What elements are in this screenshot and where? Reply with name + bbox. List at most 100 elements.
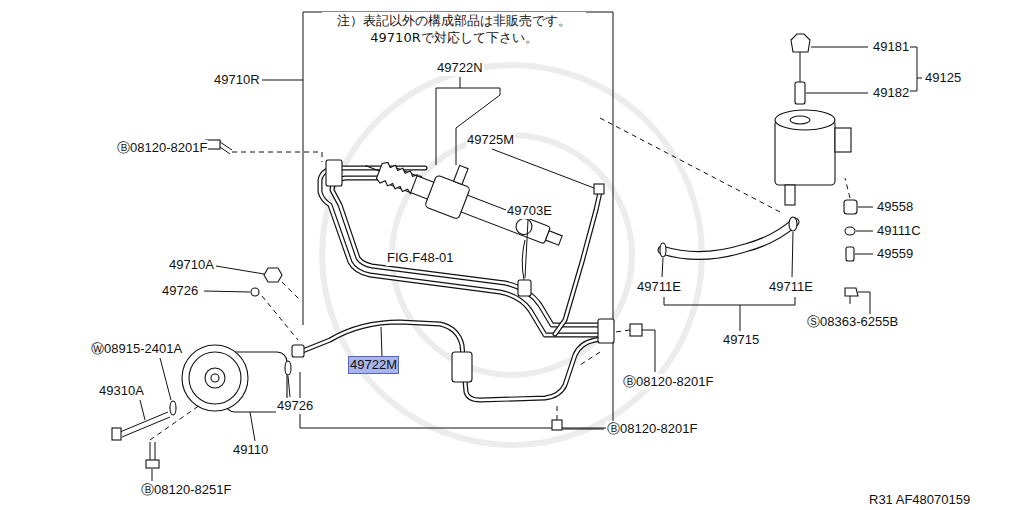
- leader-lines: [858, 292, 870, 314]
- hose: [789, 217, 797, 231]
- dashed-lines: [845, 178, 850, 198]
- pump: [182, 345, 248, 411]
- reservoir: [775, 34, 851, 205]
- leader-lines: [642, 330, 655, 372]
- connector: [518, 280, 531, 296]
- part-number: 49125: [924, 70, 962, 86]
- leader-lines: [160, 358, 171, 400]
- pipes: [300, 322, 608, 400]
- pipes: [292, 160, 614, 400]
- leader-lines: [140, 47, 922, 481]
- reservoir: [835, 128, 851, 152]
- pump: [211, 374, 219, 382]
- small-parts: [845, 227, 855, 235]
- dashed-lines: [150, 405, 200, 440]
- leader-lines: [262, 80, 303, 81]
- figure-reference: FIG.F48-01: [386, 250, 454, 266]
- dashed-lines: [580, 352, 600, 365]
- part-number: Ⓑ08120-8201F: [116, 140, 208, 156]
- part-number: Ⓑ08120-8201F: [622, 374, 714, 390]
- leader-lines: [563, 429, 604, 430]
- dashed-lines: [262, 296, 298, 340]
- part-number: 49715: [722, 332, 760, 348]
- dashed-lines: [232, 152, 322, 162]
- part-number: 49559: [876, 246, 914, 262]
- pipes: [326, 160, 342, 186]
- reservoir: [790, 116, 810, 124]
- part-number: 49110: [232, 442, 269, 458]
- pipes: [320, 168, 600, 335]
- part-number: 49558: [876, 199, 914, 215]
- leader-lines: [140, 400, 145, 420]
- part-number: 49181: [872, 39, 910, 55]
- pipes: [555, 192, 600, 334]
- part-number: 49722N: [436, 60, 484, 76]
- pump: [205, 368, 225, 388]
- pump: [552, 420, 562, 430]
- connector: [518, 240, 531, 296]
- part-number: 49725M: [466, 132, 515, 148]
- dashed-lines: [615, 330, 630, 332]
- dashed-lines: [282, 282, 300, 300]
- pump: [112, 140, 642, 468]
- steering-gear: [359, 134, 572, 257]
- part-number: 49711E: [636, 279, 682, 295]
- pipes: [452, 352, 472, 382]
- pipes: [320, 168, 600, 335]
- part-number: 49710R: [213, 72, 261, 88]
- pump: [630, 324, 642, 336]
- steering-gear: [514, 216, 535, 237]
- pump: [150, 442, 151, 460]
- pipes: [292, 345, 304, 357]
- hose: [660, 217, 797, 257]
- leader-lines: [525, 220, 528, 278]
- leader-lines: [216, 266, 264, 274]
- part-number: Ⓑ08120-8251F: [140, 482, 232, 498]
- leader-lines: [288, 376, 290, 397]
- leader-lines: [381, 327, 382, 356]
- small-parts: [846, 247, 854, 261]
- reservoir: [791, 34, 810, 52]
- pump: [112, 428, 121, 440]
- dashed-lines: [557, 403, 558, 420]
- highlighted-part-number: 49722M: [349, 357, 398, 373]
- dashed-lines: [600, 118, 780, 212]
- part-number: 49310A: [98, 383, 145, 399]
- leader-lines: [204, 291, 250, 292]
- part-number: Ⓢ08363-6255B: [806, 314, 899, 330]
- part-number: 49710A: [168, 257, 215, 273]
- note-text: 注）表記以外の構成部品は非販売です。 49710Rで対応して下さい。: [322, 12, 586, 46]
- steering-gear: [365, 166, 379, 171]
- pump: [122, 417, 170, 437]
- part-number: 49182: [872, 85, 910, 101]
- pipes: [594, 184, 604, 194]
- dashed-lines: [150, 118, 850, 440]
- hose: [662, 222, 795, 256]
- leader-lines: [436, 77, 500, 165]
- part-number: Ⓑ08120-8201F: [606, 421, 698, 437]
- assembly-outline: [303, 12, 304, 325]
- pump: [251, 288, 259, 296]
- connector: [522, 240, 525, 280]
- leader-lines: [492, 149, 594, 188]
- part-number: 49726: [276, 398, 314, 414]
- steering-gear: [546, 231, 563, 245]
- pump: [146, 460, 159, 468]
- small-parts: [850, 296, 851, 304]
- pipes: [300, 322, 608, 400]
- hose: [660, 243, 666, 257]
- small-parts: [844, 200, 858, 304]
- pipes: [555, 192, 600, 334]
- small-parts: [845, 288, 858, 296]
- pump: [285, 361, 291, 375]
- small-parts: [844, 200, 857, 214]
- pump: [155, 442, 156, 460]
- pump: [220, 147, 230, 154]
- part-number: 49703E: [506, 203, 553, 219]
- steering-gear: [454, 165, 468, 184]
- pipes: [598, 319, 614, 343]
- part-number: 49711E: [768, 279, 814, 295]
